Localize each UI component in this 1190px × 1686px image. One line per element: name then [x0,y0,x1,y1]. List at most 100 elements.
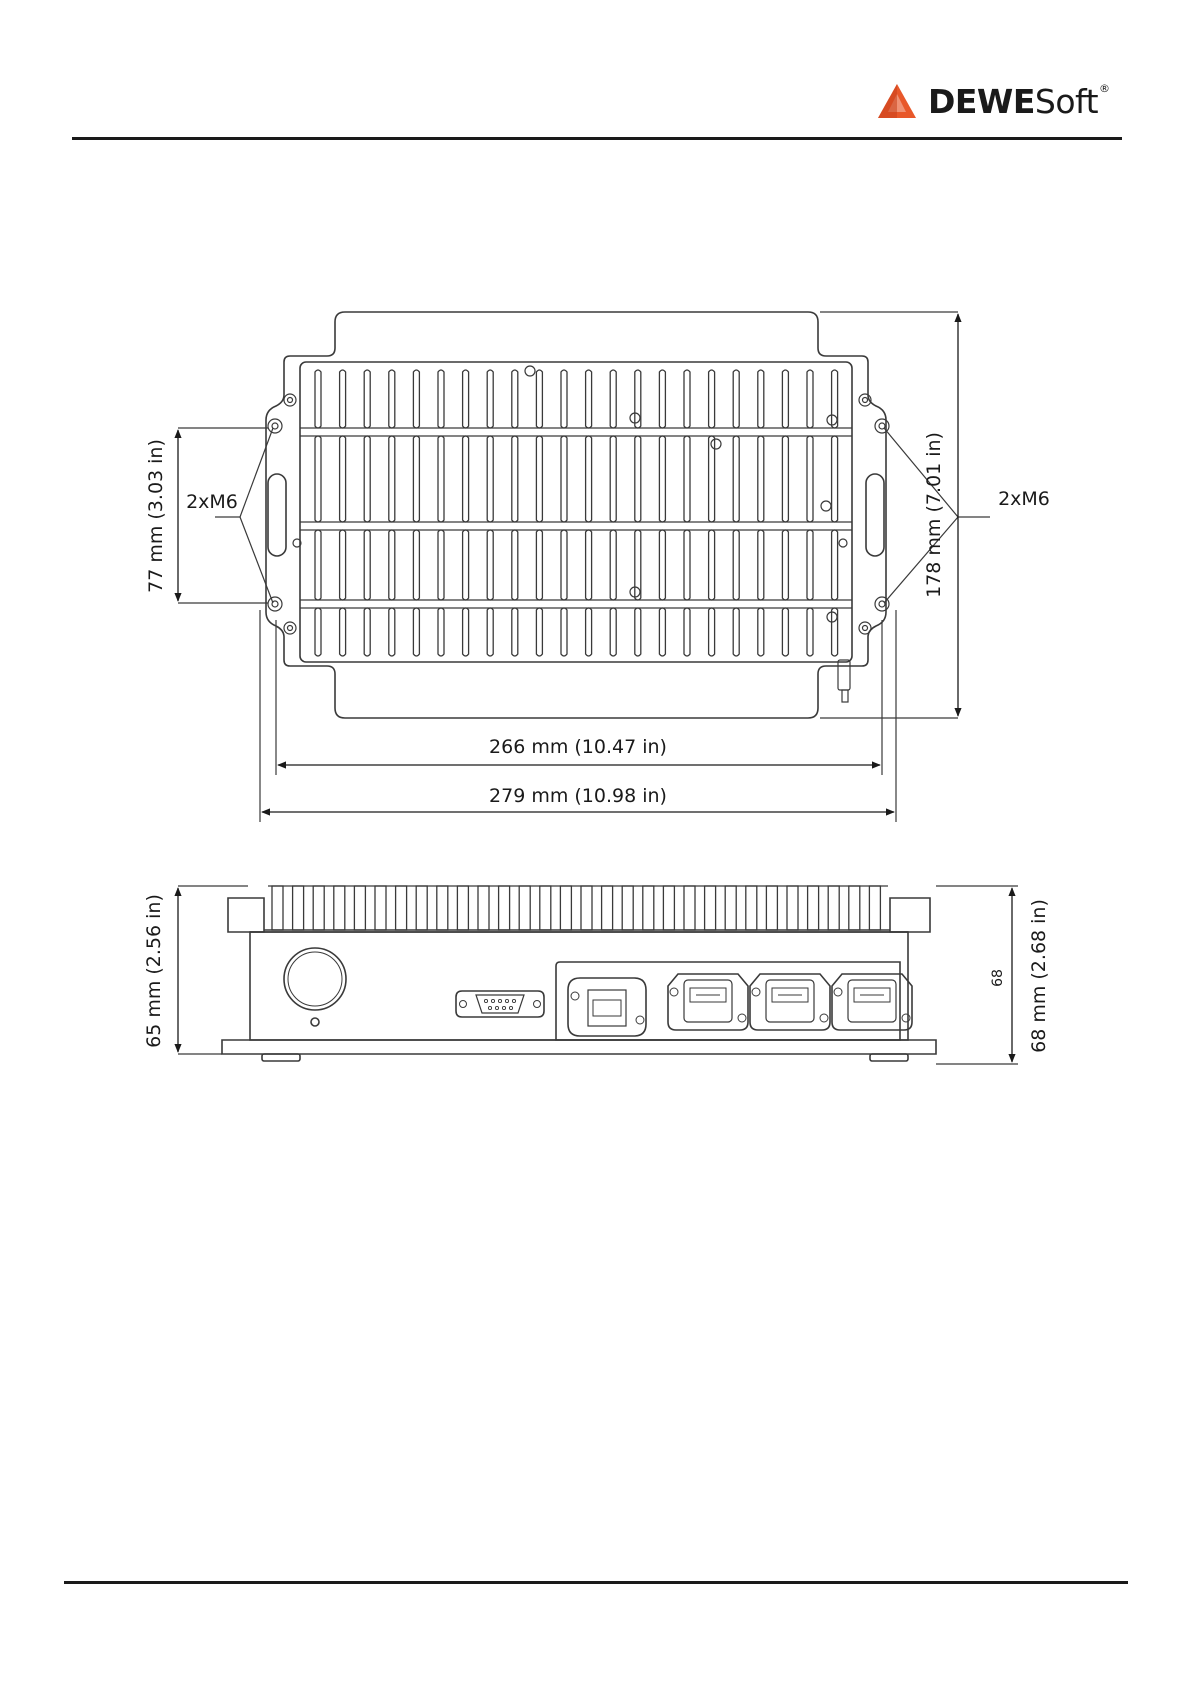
cooling-fin [413,370,419,428]
cooling-fin [659,530,665,600]
side-fin [499,886,510,930]
cooling-fin [487,530,493,600]
cooling-fin [340,370,346,428]
cooling-fin [463,608,469,656]
cooling-fin [610,530,616,600]
ethernet-port [568,978,646,1036]
dim-label-65mm: 65 mm (2.56 in) [143,894,165,1048]
cooling-fin [782,608,788,656]
cooling-fin [782,436,788,522]
cooling-fin [487,370,493,428]
cooling-fin [659,436,665,522]
cooling-fin [758,530,764,600]
dim-label-68-small: 68 [990,969,1006,987]
side-fin [663,886,674,930]
side-fin [746,886,757,930]
side-fin [643,886,654,930]
cooling-fin [463,530,469,600]
cooling-fin [586,608,592,656]
side-fin [416,886,427,930]
cooling-fin [758,436,764,522]
cooling-fin [807,530,813,600]
side-fin [272,886,283,930]
dim-label-178mm: 178 mm (7.01 in) [923,432,945,598]
cooling-fin [512,436,518,522]
cooling-fin [733,370,739,428]
cooling-fin [413,530,419,600]
side-fin [808,886,819,930]
cooling-fin [364,608,370,656]
cooling-fin [709,608,715,656]
cooling-fin [561,436,567,522]
side-fin [396,886,407,930]
cooling-fin [832,436,838,522]
dim-label-266mm: 266 mm (10.47 in) [489,736,667,758]
dim-label-77mm: 77 mm (3.03 in) [145,439,167,593]
cooling-fin [758,608,764,656]
mount-slot-left [268,474,286,556]
cooling-fin [512,530,518,600]
cooling-fin [512,370,518,428]
cooling-fin [782,370,788,428]
cooling-fin [610,608,616,656]
cooling-fin [684,608,690,656]
side-fin [437,886,448,930]
side-fin [602,886,613,930]
usb-port [668,974,748,1030]
cooling-fin [659,370,665,428]
dim-label-68mm: 68 mm (2.68 in) [1028,899,1050,1053]
cooling-fin [340,436,346,522]
side-fin [375,886,386,930]
mount-slot-right [866,474,884,556]
cooling-fin [463,370,469,428]
dim-label-279mm: 279 mm (10.98 in) [489,785,667,807]
power-led [311,1018,319,1026]
cooling-fin [364,370,370,428]
power-button [284,948,346,1010]
side-fin [354,886,365,930]
cooling-fins [315,370,838,656]
cooling-fin [635,436,641,522]
footer-rule [64,1581,1128,1584]
cooling-fin [536,370,542,428]
side-bottom-plate [222,1040,936,1054]
cooling-fin [315,370,321,428]
dsub9-connector [456,991,544,1017]
side-fin [560,886,571,930]
fin-field-border [300,362,852,662]
side-fin [787,886,798,930]
side-fin [581,886,592,930]
cooling-fin [684,436,690,522]
cooling-fin [389,370,395,428]
cooling-fin [561,530,567,600]
cooling-fin [487,608,493,656]
cooling-fin [463,436,469,522]
cooling-fin [709,530,715,600]
cooling-fin [340,530,346,600]
cooling-fin [807,436,813,522]
cooling-fin [610,436,616,522]
cooling-fin [586,370,592,428]
side-fin [334,886,345,930]
cooling-fin [807,608,813,656]
mount-label-left: 2xM6 [186,491,238,513]
cooling-fin [438,370,444,428]
cooling-fin [389,436,395,522]
side-fin [293,886,304,930]
side-fin [622,886,633,930]
cooling-fin [315,436,321,522]
cooling-fin [610,370,616,428]
side-fin [828,886,839,930]
cooling-fin [635,608,641,656]
cooling-fin [536,436,542,522]
side-fin [725,886,736,930]
side-fin [849,886,860,930]
side-body [250,932,908,1040]
side-fin [705,886,716,930]
cooling-fin [807,370,813,428]
cooling-fin [536,608,542,656]
cooling-fin [832,530,838,600]
cooling-fin [684,530,690,600]
cooling-fin [389,530,395,600]
cooling-fin [364,530,370,600]
